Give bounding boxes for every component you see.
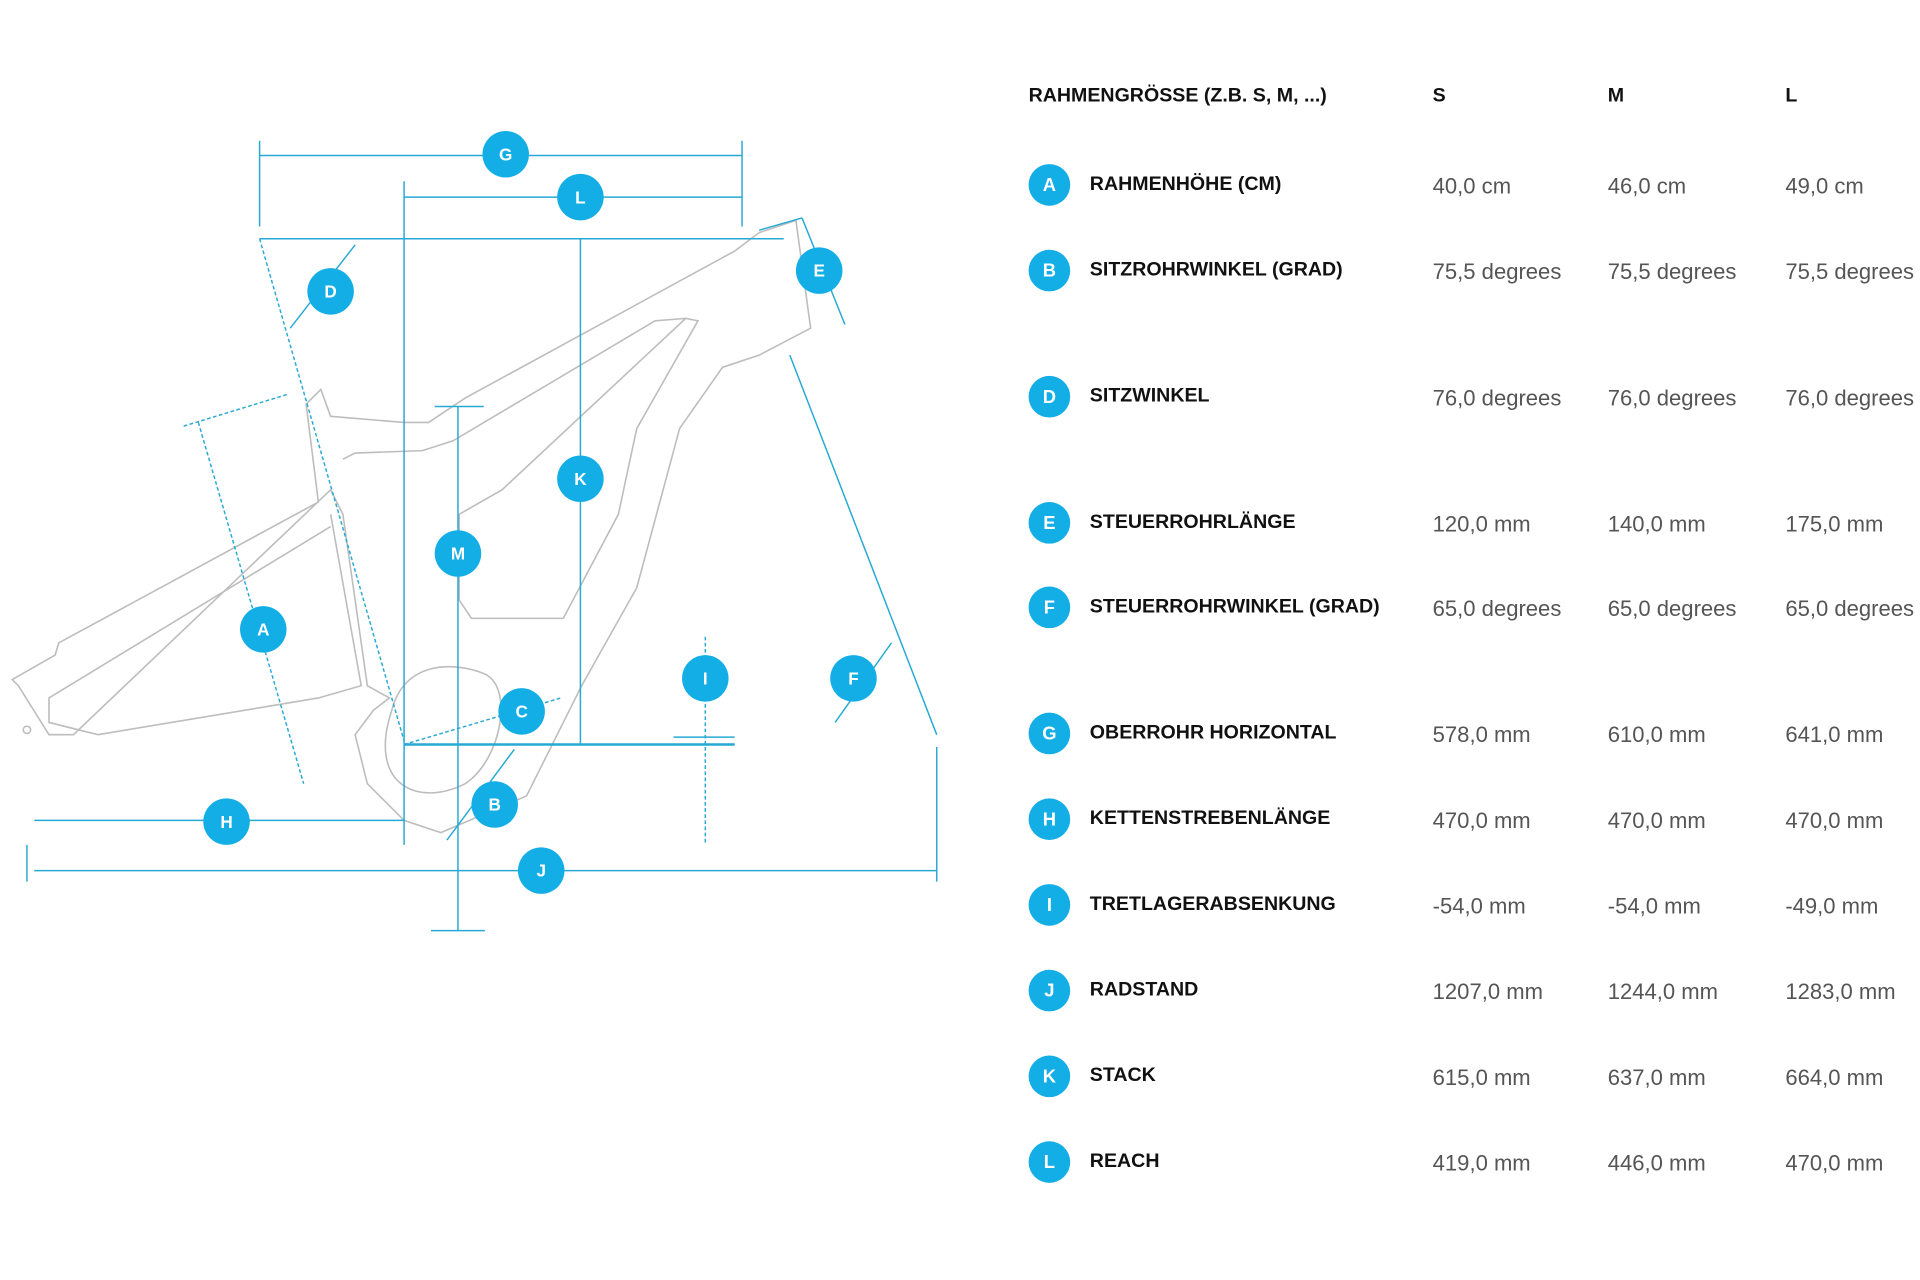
marker-badge: H (1028, 798, 1071, 841)
svg-text:F: F (848, 668, 858, 688)
marker-badge: B (1028, 249, 1071, 292)
row-value: 40,0 cm (1432, 173, 1512, 199)
row-value: 664,0 mm (1785, 1065, 1884, 1090)
row-value: 76,0 degrees (1432, 385, 1562, 411)
marker-badge: L (1028, 1141, 1071, 1183)
marker-m: M (434, 530, 482, 577)
header-size-s: S (1432, 85, 1446, 107)
marker-badge: I (1028, 884, 1071, 926)
marker-badge: A (1028, 164, 1071, 206)
row-label: SITZWINKEL (1089, 385, 1210, 407)
row-label: REACH (1089, 1151, 1160, 1172)
row-value: 75,5 degrees (1785, 259, 1915, 285)
svg-text:K: K (574, 469, 587, 489)
marker-badge: K (1028, 1055, 1071, 1098)
marker-f: F (830, 655, 877, 702)
row-value: 75,5 degrees (1432, 259, 1562, 285)
marker-a: A (240, 606, 287, 653)
svg-text:G: G (499, 144, 512, 164)
header-frame-size: RAHMENGRÖSSE (Z.B. S, M, ...) (1028, 85, 1327, 107)
marker-k: K (557, 455, 604, 503)
svg-text:B: B (489, 795, 501, 815)
row-value: 446,0 mm (1607, 1151, 1706, 1176)
row-value: 76,0 degrees (1785, 385, 1915, 411)
row-label: KETTENSTREBENLÄNGE (1089, 808, 1331, 829)
marker-b: B (471, 781, 518, 828)
marker-g: G (482, 131, 529, 178)
row-value: 140,0 mm (1607, 511, 1706, 537)
row-label: STACK (1089, 1065, 1156, 1087)
svg-text:C: C (515, 702, 527, 722)
row-value: 75,5 degrees (1607, 259, 1737, 285)
row-value: 637,0 mm (1607, 1065, 1706, 1090)
row-value: 65,0 degrees (1785, 596, 1915, 621)
row-label: OBERROHR HORIZONTAL (1089, 722, 1337, 744)
row-value: 470,0 mm (1607, 808, 1706, 833)
marker-badge: D (1028, 375, 1071, 418)
row-value: 641,0 mm (1785, 722, 1884, 747)
row-value: 175,0 mm (1785, 511, 1884, 537)
frame-outline (10, 219, 812, 834)
row-value: 615,0 mm (1432, 1065, 1531, 1090)
row-value: 49,0 cm (1785, 173, 1864, 199)
row-value: -54,0 mm (1432, 893, 1526, 919)
row-value: 1244,0 mm (1607, 979, 1719, 1005)
svg-text:I: I (703, 668, 708, 688)
marker-badge: J (1028, 969, 1071, 1012)
row-label: TRETLAGERABSENKUNG (1089, 893, 1336, 915)
row-value: -54,0 mm (1607, 893, 1701, 919)
header-size-m: M (1607, 85, 1625, 107)
header-size-l: L (1785, 85, 1798, 107)
row-value: 120,0 mm (1432, 511, 1531, 537)
row-label: STEUERROHRLÄNGE (1089, 511, 1296, 533)
row-value: 470,0 mm (1432, 808, 1531, 833)
row-value: 578,0 mm (1432, 722, 1531, 747)
svg-text:H: H (220, 812, 232, 832)
marker-l: L (557, 173, 604, 221)
row-value: -49,0 mm (1785, 893, 1879, 919)
svg-text:A: A (257, 620, 269, 640)
row-value: 1283,0 mm (1785, 979, 1896, 1005)
row-value: 1207,0 mm (1432, 979, 1543, 1005)
marker-c: C (498, 688, 545, 735)
marker-i: I (682, 655, 729, 702)
svg-text:D: D (324, 282, 336, 302)
marker-badge: G (1028, 712, 1071, 755)
row-value: 419,0 mm (1432, 1151, 1531, 1176)
marker-d: D (307, 268, 354, 315)
svg-text:E: E (813, 261, 824, 281)
marker-badge: E (1028, 502, 1071, 544)
marker-badge: F (1028, 586, 1071, 629)
row-value: 46,0 cm (1607, 173, 1687, 199)
row-value: 65,0 degrees (1607, 596, 1737, 621)
row-label: RAHMENHÖHE (CM) (1089, 173, 1282, 195)
row-value: 76,0 degrees (1607, 385, 1737, 411)
svg-text:M: M (451, 544, 465, 564)
row-label: RADSTAND (1089, 979, 1199, 1001)
row-label: SITZROHRWINKEL (GRAD) (1089, 259, 1343, 281)
marker-h: H (203, 798, 250, 845)
row-value: 65,0 degrees (1432, 596, 1562, 621)
row-value: 470,0 mm (1785, 808, 1884, 833)
row-label: STEUERROHRWINKEL (GRAD) (1089, 596, 1380, 618)
svg-text:J: J (536, 861, 546, 881)
dimension-markers: G L D E K M A I F C B H J (203, 131, 877, 894)
row-value: 610,0 mm (1607, 722, 1706, 747)
marker-j: J (517, 847, 565, 894)
frame-geometry-diagram: G L D E K M A I F C B H J (10, 131, 938, 932)
marker-e: E (795, 247, 843, 294)
svg-text:L: L (575, 187, 585, 207)
row-value: 470,0 mm (1785, 1151, 1884, 1176)
